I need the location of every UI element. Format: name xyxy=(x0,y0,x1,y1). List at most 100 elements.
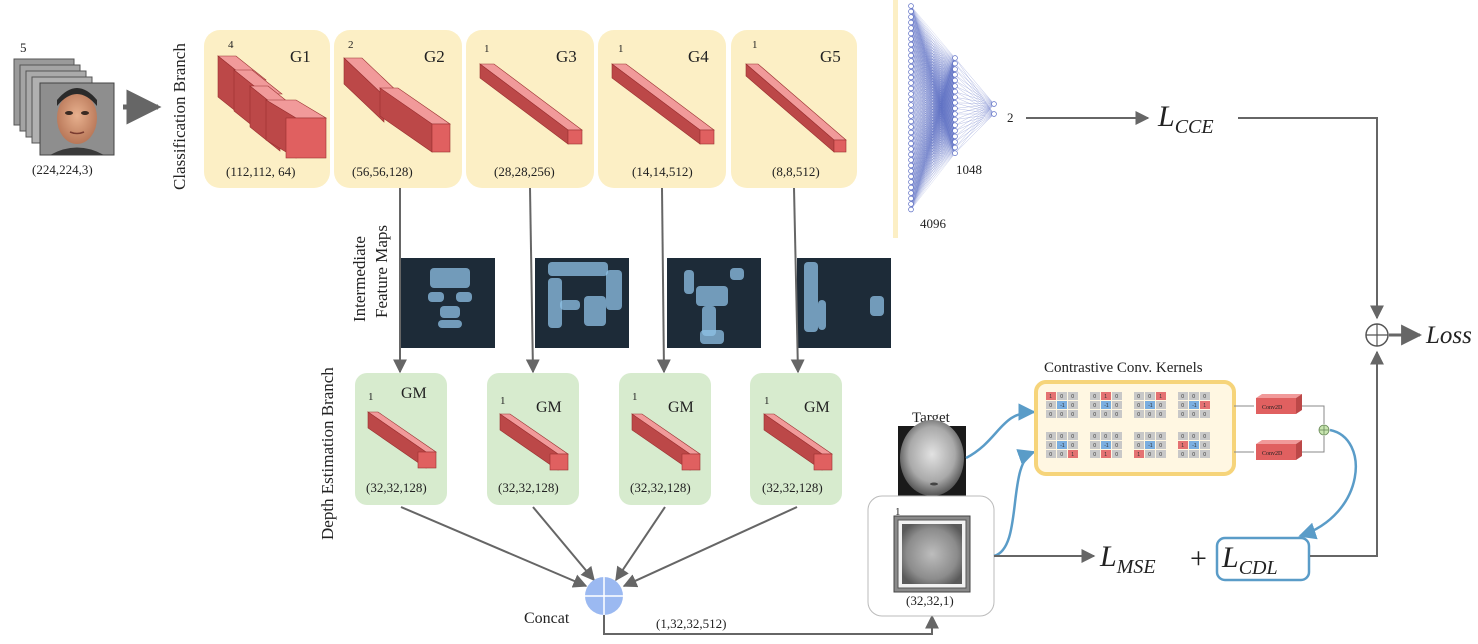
fc-connection xyxy=(910,27,956,98)
kernel-cell xyxy=(1156,392,1166,400)
fc-connection xyxy=(910,119,956,166)
fc-connection xyxy=(910,5,956,87)
fc-connection xyxy=(910,136,956,183)
kernel-cell xyxy=(1178,432,1188,440)
gm1-to-concat-arrow xyxy=(400,506,588,588)
kernel-cell-value: 0 xyxy=(1115,434,1118,440)
fc-connection xyxy=(910,93,956,154)
fc-neuron xyxy=(908,107,914,114)
kernels-to-cdl-arrow xyxy=(1298,428,1358,540)
kernel-cell-value: -1 xyxy=(1060,443,1065,449)
fc-connection xyxy=(910,38,956,64)
fc-connection xyxy=(910,119,956,210)
kernel-cell xyxy=(1145,410,1155,418)
fc-connection xyxy=(910,71,956,75)
fc-connection xyxy=(910,153,956,188)
fc-connection xyxy=(910,11,956,103)
fc-connection xyxy=(910,141,956,172)
feature-activation xyxy=(804,262,818,332)
fc-connection xyxy=(910,132,956,154)
kernel-cell xyxy=(1178,401,1188,409)
fc-connection xyxy=(910,80,956,150)
fc-connection xyxy=(910,69,956,78)
kernel-cell-value: 0 xyxy=(1071,434,1074,440)
fc-connection xyxy=(910,80,956,128)
gm-block-3-shape: (32,32,128) xyxy=(630,480,691,495)
fc-connection xyxy=(910,85,956,144)
fc-connection xyxy=(910,27,956,137)
fc-connection xyxy=(910,49,956,92)
fc-neuron xyxy=(908,201,914,207)
fc-connection xyxy=(910,74,956,95)
fc-connection xyxy=(910,119,956,128)
fc-neuron xyxy=(908,179,914,185)
fc-connection xyxy=(910,44,956,103)
fc-connection xyxy=(910,113,956,150)
fc-connection xyxy=(910,136,956,139)
fc-connection xyxy=(910,5,956,131)
fc-connection xyxy=(910,77,956,154)
fc-connection xyxy=(910,141,956,205)
fc-connection xyxy=(910,130,956,183)
fc-connection xyxy=(910,80,956,84)
fc-connection xyxy=(910,38,956,59)
block-g1-count: 4 xyxy=(228,39,234,51)
fc-connection xyxy=(910,110,956,154)
fc-connection xyxy=(910,33,956,59)
fc-neuron xyxy=(952,150,958,156)
kernel-cell-value: 0 xyxy=(1093,412,1096,418)
fc-connection xyxy=(910,11,956,98)
fc-connection xyxy=(910,80,956,117)
fc-connection xyxy=(910,57,956,128)
fc-connection xyxy=(910,49,956,120)
fc-connection xyxy=(910,38,956,103)
fc-connection xyxy=(910,80,956,144)
fc-connection xyxy=(910,99,956,137)
fc-connection xyxy=(910,113,956,139)
fc-neuron xyxy=(952,133,958,140)
fc-connection xyxy=(910,93,956,98)
fc-connection xyxy=(910,97,956,122)
fc-connection xyxy=(910,16,956,131)
fc-neuron xyxy=(908,74,914,81)
fc-connection xyxy=(910,91,956,133)
gm-block-2: 1 GM (32,32,128) xyxy=(487,373,579,505)
fc-connection xyxy=(910,113,956,194)
fc-connection xyxy=(910,11,956,126)
fc-connection xyxy=(910,5,956,64)
fc-connection xyxy=(910,38,956,81)
fc-connection xyxy=(910,27,956,126)
gm-block-2-name: GM xyxy=(536,399,562,416)
fc-connection xyxy=(910,77,956,81)
kernel-cell xyxy=(1057,401,1067,409)
fc-connection xyxy=(910,82,956,126)
kernel-cell xyxy=(1068,392,1078,400)
fc-connection xyxy=(910,102,956,166)
fc-connection xyxy=(910,108,956,194)
fc-connection xyxy=(910,85,956,166)
fc-connection xyxy=(910,141,956,199)
fc-connection xyxy=(910,69,956,100)
fc-connection xyxy=(910,55,956,143)
fc-connection xyxy=(910,69,956,89)
loss-mse-sub: MSE xyxy=(1116,556,1156,578)
fc-connection xyxy=(910,57,956,78)
kernel-cell xyxy=(1068,401,1078,409)
fc-connection xyxy=(910,126,956,143)
fc-connection xyxy=(910,44,956,75)
fc-connection xyxy=(910,57,956,144)
fc-connection xyxy=(910,115,956,120)
fc-connection xyxy=(910,44,956,143)
fc-connection xyxy=(910,141,956,194)
fc-connection xyxy=(910,44,956,109)
fc-connection xyxy=(910,119,956,139)
fc-neuron xyxy=(908,140,914,147)
fc-connection xyxy=(910,60,956,103)
kernel-cell-value: 0 xyxy=(1093,394,1096,400)
kernel-cell-value: 0 xyxy=(1115,443,1118,449)
fc-connection xyxy=(910,69,956,161)
fc-connection xyxy=(910,55,956,109)
fc-connection xyxy=(910,115,956,148)
fc-connection xyxy=(910,104,956,143)
